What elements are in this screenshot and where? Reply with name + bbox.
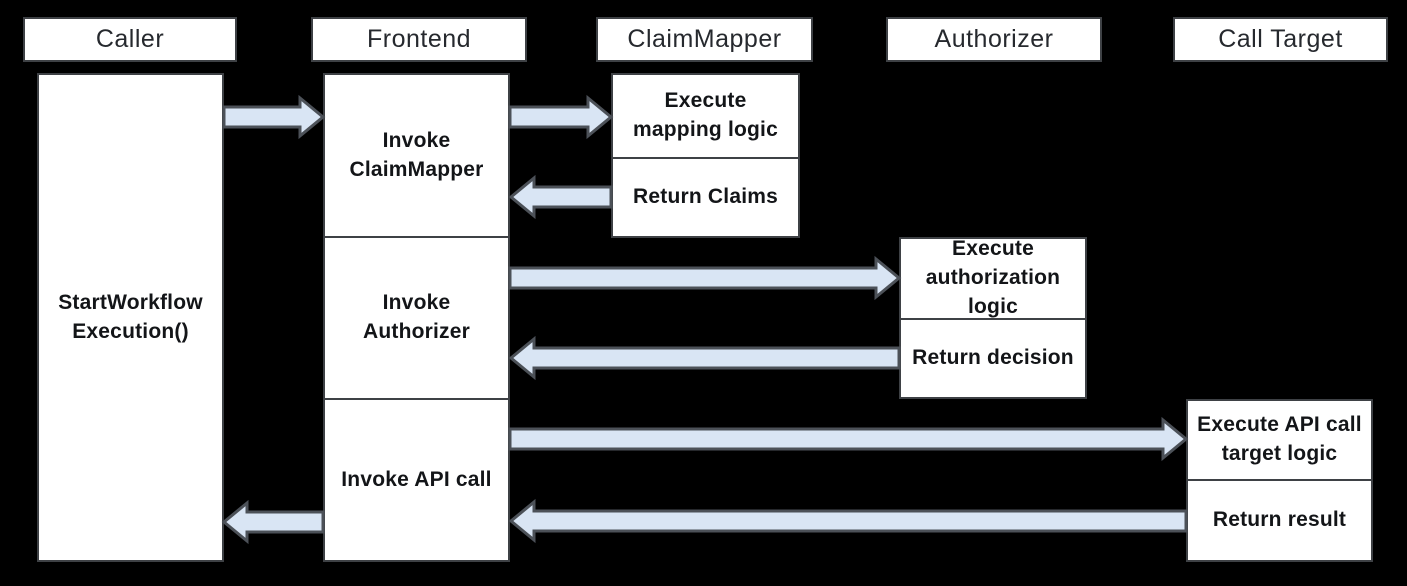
arrow-claimmapper-to-frontend: [508, 174, 613, 220]
step-execute-mapping-logic: Execute mapping logic: [633, 89, 778, 141]
step-start-workflow-execution: StartWorkflow Execution(): [58, 290, 203, 343]
lane-header-call-target-label: Call Target: [1218, 25, 1343, 53]
lane-header-frontend-label: Frontend: [366, 25, 472, 53]
lane-header-authorizer-label: Authorizer: [934, 25, 1054, 53]
lane-header-call-target: Call Target: [1173, 17, 1388, 62]
arrow-call-target-to-frontend: [508, 498, 1188, 544]
authorizer-activation-box: Execute authorization logic Return decis…: [899, 237, 1087, 399]
arrow-caller-to-frontend: [222, 94, 326, 140]
step-execute-api-call-target-logic: Execute API call target logic: [1197, 413, 1362, 465]
lane-header-caller-label: Caller: [95, 25, 165, 53]
claimmapper-activation-box: Execute mapping logic Return Claims: [611, 73, 800, 238]
step-return-result: Return result: [1188, 479, 1371, 560]
step-return-decision: Return decision: [901, 318, 1085, 397]
step-invoke-authorizer: Invoke Authorizer: [325, 236, 508, 398]
lane-header-caller: Caller: [23, 17, 237, 62]
arrow-frontend-to-authorizer: [508, 255, 902, 301]
lane-header-authorizer: Authorizer: [886, 17, 1102, 62]
arrow-frontend-to-call-target: [508, 416, 1189, 462]
lane-header-claimmapper-label: ClaimMapper: [627, 25, 782, 53]
step-invoke-api-call: Invoke API call: [325, 398, 508, 560]
arrow-frontend-to-caller: [221, 499, 325, 545]
call-target-activation-box: Execute API call target logic Return res…: [1186, 399, 1373, 562]
arrow-frontend-to-claimmapper: [508, 94, 614, 140]
frontend-activation-box: Invoke ClaimMapper Invoke Authorizer Inv…: [323, 73, 510, 562]
arrow-authorizer-to-frontend: [508, 335, 901, 381]
step-execute-authorization-logic: Execute authorization logic: [925, 237, 1061, 318]
step-return-claims: Return Claims: [613, 157, 798, 236]
lane-header-frontend: Frontend: [311, 17, 527, 62]
caller-activation-box: StartWorkflow Execution(): [37, 73, 224, 562]
lane-header-claimmapper: ClaimMapper: [596, 17, 813, 62]
step-invoke-claimmapper: Invoke ClaimMapper: [349, 128, 484, 181]
